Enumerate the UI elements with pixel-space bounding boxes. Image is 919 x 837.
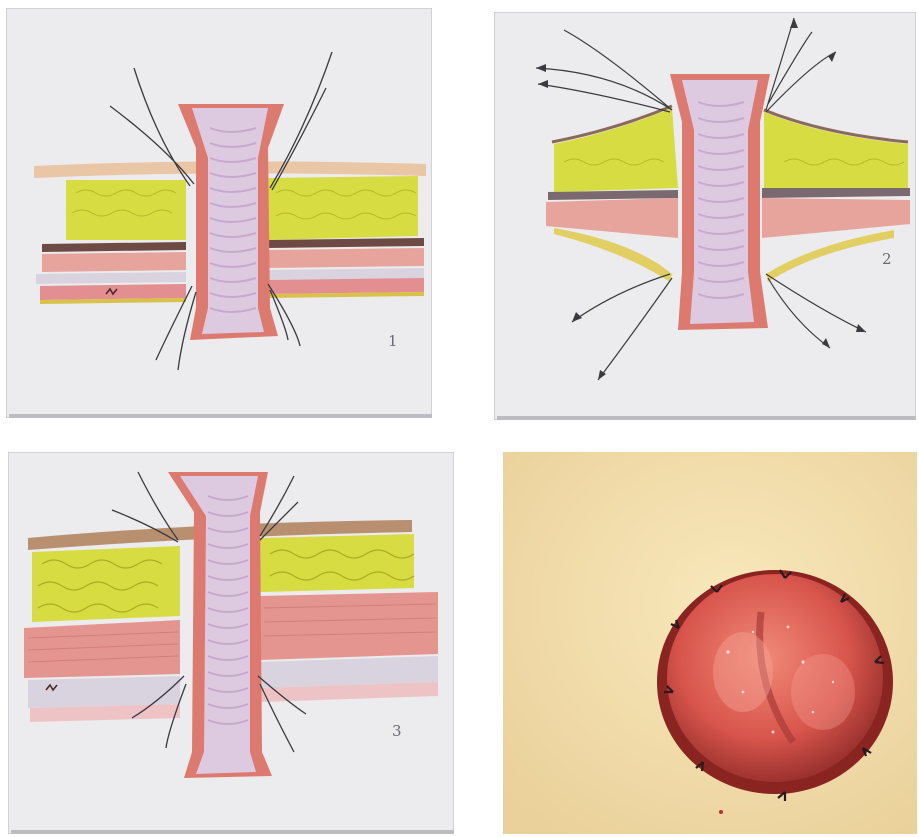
panel-3-number: 3 bbox=[392, 722, 402, 740]
panel-1-drawing: 1 bbox=[6, 8, 432, 418]
panel-2-number: 2 bbox=[882, 250, 892, 268]
panel-3-drawing: 3 bbox=[8, 452, 454, 834]
panel-4-photo bbox=[503, 452, 917, 834]
panel-1-number: 1 bbox=[388, 332, 398, 350]
panel-2-drawing: 2 bbox=[494, 12, 916, 420]
